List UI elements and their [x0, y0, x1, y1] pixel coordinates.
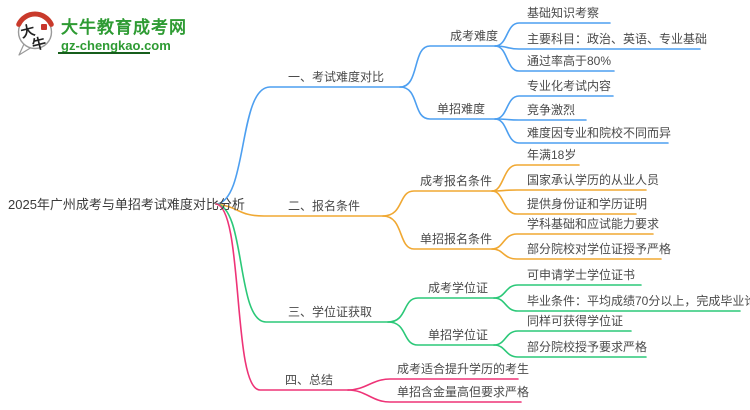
leaf-node: 提供身份证和学历证明: [527, 197, 648, 211]
brand-domain: gz-chengkao.com: [61, 38, 171, 53]
logo-text-block: 大牛教育成考网 gz-chengkao.com: [61, 8, 187, 53]
leaf-node: 同样可获得学位证: [527, 314, 624, 328]
branch3-lines: [215, 203, 741, 358]
branch1-lines: [215, 22, 701, 205]
leaf-node: 部分院校授予要求严格: [527, 340, 648, 354]
branch-label-2: 二、报名条件: [288, 199, 361, 213]
site-logo: 大 牛 大牛教育成考网 gz-chengkao.com: [12, 8, 187, 58]
leaf-node: 可申请学士学位证书: [527, 268, 636, 282]
logo-underline: [58, 52, 150, 54]
logo-bubble-char1: 大: [19, 22, 36, 41]
subtopic-label: 成考难度: [450, 29, 499, 43]
subtopic-label: 成考学位证: [428, 281, 489, 295]
logo-bubble-char2: 牛: [30, 34, 47, 53]
leaf-node: 单招含金量高但要求严格: [397, 385, 530, 399]
leaf-node: 年满18岁: [527, 148, 577, 162]
daniu-logo-icon: 大 牛: [16, 11, 54, 56]
leaf-node: 基础知识考察: [527, 6, 600, 20]
brand-name: 大牛教育成考网: [61, 18, 187, 37]
subtopic-label: 单招报名条件: [420, 232, 493, 246]
leaf-node: 学科基础和应试能力要求: [527, 217, 660, 231]
leaf-node: 国家承认学历的从业人员: [527, 173, 660, 187]
branch2-lines: [215, 164, 662, 260]
branch4-lines: [215, 203, 522, 403]
branch-label-1: 一、考试难度对比: [288, 70, 385, 84]
leaf-node: 成考适合提升学历的考生: [397, 362, 530, 376]
leaf-node: 部分院校对学位证授予严格: [527, 242, 672, 256]
subtopic-label: 单招难度: [437, 102, 486, 116]
leaf-node: 通过率高于80%: [527, 54, 612, 68]
branch-label-4: 四、总结: [285, 373, 334, 387]
leaf-node: 主要科目：政治、英语、专业基础: [527, 32, 708, 46]
leaf-node: 难度因专业和院校不同而异: [527, 126, 672, 140]
logo-seal: [41, 24, 47, 30]
root-topic: 2025年广州成考与单招考试难度对比分析: [8, 197, 245, 212]
subtopic-label: 成考报名条件: [420, 174, 493, 188]
logo-red-arc: [16, 11, 54, 27]
subtopic-label: 单招学位证: [428, 328, 489, 342]
leaf-node: 竞争激烈: [527, 103, 576, 117]
leaf-node: 毕业条件：平均成绩70分以上，完成毕业论文: [527, 294, 750, 308]
leaf-node: 专业化考试内容: [527, 79, 612, 93]
branch-label-3: 三、学位证获取: [288, 305, 373, 319]
